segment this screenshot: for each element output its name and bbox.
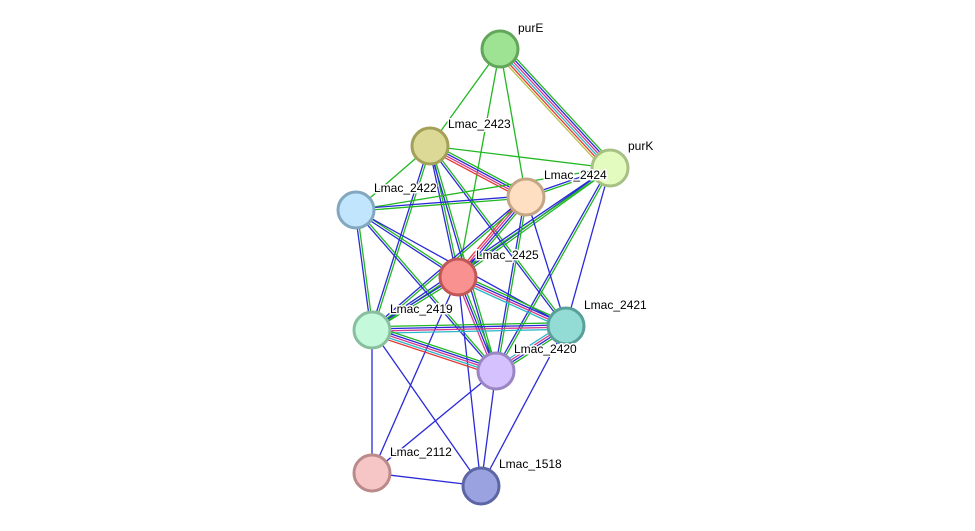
node-purK[interactable] <box>590 148 630 188</box>
node-Lmac_2112[interactable] <box>352 453 392 493</box>
edge-line-experiments <box>371 329 497 372</box>
edge-line-fusion <box>497 50 609 171</box>
edge-Lmac_2425-Lmac_1518[interactable] <box>457 276 482 487</box>
edge-line-textmining <box>373 325 498 368</box>
edge-Lmac_2424-Lmac_2422[interactable] <box>355 195 527 212</box>
edge-line-coexpression <box>525 196 567 327</box>
edge-purK-Lmac_2422[interactable] <box>355 167 611 211</box>
edge-line-coexpression <box>458 275 567 326</box>
edge-line-coexpression <box>371 276 459 474</box>
edge-layer <box>354 44 615 487</box>
edge-Lmac_2425-Lmac_2112[interactable] <box>371 276 459 474</box>
edge-line-coexpression <box>354 210 496 373</box>
node-Lmac_2419[interactable] <box>352 310 392 350</box>
edge-line-textmining <box>430 145 498 371</box>
edge-line-coexpression <box>501 46 613 167</box>
edge-line-textmining <box>371 322 566 328</box>
node-Lmac_1518[interactable] <box>461 466 501 506</box>
edge-line-textmining <box>429 145 611 169</box>
edge-Lmac_2420-Lmac_2112[interactable] <box>371 370 497 474</box>
node-label-purK: purK <box>628 139 653 153</box>
edge-line-coexpression <box>371 370 497 474</box>
node-label-Lmac_2422: Lmac_2422 <box>374 181 437 195</box>
node-label-Lmac_2424: Lmac_2424 <box>544 168 607 182</box>
edge-line-textmining <box>430 144 568 326</box>
edge-line-coexpression <box>355 195 526 210</box>
edge-line-experiments <box>372 326 567 332</box>
edge-line-textmining <box>503 44 615 165</box>
edge-line-coexpression <box>371 329 482 487</box>
edge-purE-purK[interactable] <box>495 44 615 173</box>
edge-line-databases <box>371 331 496 374</box>
edge-line-textmining <box>459 273 568 324</box>
node-Lmac_2423[interactable] <box>410 126 450 166</box>
edge-Lmac_2424-Lmac_2421[interactable] <box>525 196 567 327</box>
edge-line-coexpression <box>565 167 611 327</box>
edge-purK-Lmac_2421[interactable] <box>565 167 611 327</box>
edge-line-textmining <box>355 167 611 211</box>
edge-line-coexpression <box>354 210 372 331</box>
edge-line-databases <box>498 49 610 170</box>
edge-line-coexpression <box>457 276 482 487</box>
edge-Lmac_2422-Lmac_2420[interactable] <box>354 208 498 373</box>
edge-Lmac_2425-Lmac_2421[interactable] <box>456 273 568 330</box>
edge-line-coexpression <box>371 324 566 330</box>
node-Lmac_2420[interactable] <box>476 351 516 391</box>
edge-Lmac_2421-Lmac_1518[interactable] <box>480 325 567 487</box>
label-layer: purE Lmac_2423 purK Lmac_2424Lmac_2422Lmac_… <box>373 20 655 473</box>
node-label-Lmac_1518: Lmac_1518 <box>499 457 562 471</box>
edge-line-textmining <box>496 197 528 372</box>
edge-line-coexpression <box>371 166 610 330</box>
edge-line-textmining <box>356 197 527 212</box>
edge-Lmac_2419-Lmac_2420[interactable] <box>370 325 498 376</box>
edge-Lmac_2423-purK[interactable] <box>429 145 611 169</box>
node-layer <box>336 29 630 506</box>
edge-purE-Lmac_2424[interactable] <box>499 48 527 198</box>
node-label-Lmac_2112: Lmac_2112 <box>390 445 452 459</box>
node-Lmac_2425[interactable] <box>438 257 478 297</box>
node-label-Lmac_2421: Lmac_2421 <box>584 298 647 312</box>
edge-line-coexpression <box>480 325 567 487</box>
edge-line-coexpression <box>428 146 458 278</box>
edge-Lmac_2424-Lmac_2420[interactable] <box>494 196 528 372</box>
edge-purE-Lmac_2425[interactable] <box>457 48 501 278</box>
edge-line-experiments <box>500 47 612 168</box>
edge-line-coexpression <box>494 167 610 371</box>
edge-line-fusion <box>370 333 495 376</box>
edge-Lmac_2422-Lmac_2419[interactable] <box>354 209 374 331</box>
edge-purE-Lmac_2423[interactable] <box>429 48 501 147</box>
edge-line-textmining <box>496 168 612 372</box>
node-label-Lmac_2419: Lmac_2419 <box>390 302 453 316</box>
edge-line-coexpression <box>355 210 458 279</box>
edge-line-experiments <box>457 277 566 328</box>
edge-line-textmining <box>356 208 498 371</box>
edge-line-textmining <box>457 48 501 278</box>
edge-line-textmining <box>499 48 527 198</box>
edge-purK-Lmac_2420[interactable] <box>494 167 612 372</box>
edge-line-databases <box>456 279 565 330</box>
edge-line-coexpression <box>494 196 526 371</box>
edge-Lmac_2419-Lmac_1518[interactable] <box>371 329 482 487</box>
node-Lmac_2424[interactable] <box>506 177 546 217</box>
edge-Lmac_2419-Lmac_2421[interactable] <box>371 322 567 334</box>
edge-line-cooccurrence <box>495 52 607 173</box>
node-Lmac_2422[interactable] <box>336 190 376 230</box>
node-Lmac_2421[interactable] <box>546 306 586 346</box>
node-label-Lmac_2420: Lmac_2420 <box>514 342 577 356</box>
edge-line-coexpression <box>372 327 497 370</box>
node-label-Lmac_2425: Lmac_2425 <box>476 248 539 262</box>
node-purE[interactable] <box>480 29 520 69</box>
edge-line-databases <box>372 328 567 334</box>
edge-line-textmining <box>429 48 501 147</box>
node-label-purE: purE <box>518 21 543 35</box>
edge-line-textmining <box>356 209 374 330</box>
node-label-Lmac_2423: Lmac_2423 <box>448 117 511 131</box>
